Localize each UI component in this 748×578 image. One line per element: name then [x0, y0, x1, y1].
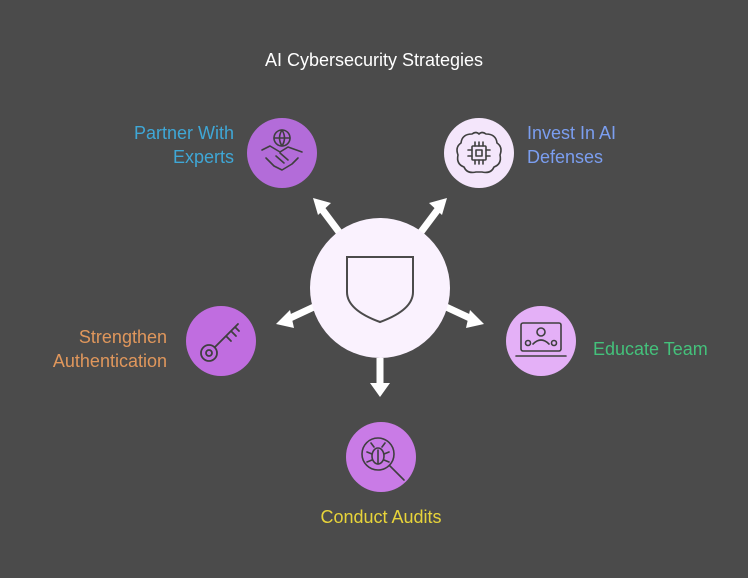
node-invest-in-ai-defenses [444, 118, 514, 188]
node-educate-team [506, 306, 576, 376]
label-line: Partner With [133, 123, 234, 143]
label-line: Conduct Audits [320, 507, 442, 527]
node-circle [506, 306, 576, 376]
arrow-to-invest [418, 205, 442, 235]
shield-icon [346, 256, 414, 324]
label-conduct-audits: Conduct Audits [281, 505, 481, 529]
key-icon [200, 323, 240, 362]
label-line: Experts [172, 147, 234, 167]
node-conduct-audits [346, 422, 416, 492]
node-circle [346, 422, 416, 492]
handshake-globe-icon [261, 129, 303, 171]
label-invest-in-ai-defenses: Invest In AI Defenses [527, 121, 616, 169]
node-partner-with-experts [247, 118, 317, 188]
label-line: Educate Team [593, 339, 708, 359]
arrow-to-partner [318, 205, 342, 235]
center-circle [310, 218, 450, 358]
bug-search-icon [361, 437, 405, 481]
label-line: Invest In AI [527, 123, 617, 143]
arrowhead-educate [466, 310, 484, 328]
arrowhead-partner [313, 198, 331, 215]
label-line: Strengthen [78, 327, 167, 347]
arrowhead-strengthen [276, 310, 294, 328]
node-circle [444, 118, 514, 188]
arrowhead-invest [429, 198, 447, 215]
presentation-team-icon [515, 322, 567, 357]
node-circle [247, 118, 317, 188]
label-educate-team: Educate Team [593, 337, 708, 361]
ai-brain-chip-icon [456, 131, 502, 174]
label-strengthen-authentication: Strengthen Authentication [53, 325, 167, 373]
label-line: Authentication [52, 351, 167, 371]
label-partner-with-experts: Partner With Experts [134, 121, 234, 169]
arrowhead-audits [370, 383, 390, 397]
label-line: Defenses [527, 147, 604, 167]
node-strengthen-authentication [186, 306, 256, 376]
arrow-heads [276, 198, 484, 397]
diagram-title: AI Cybersecurity Strategies [264, 50, 484, 70]
